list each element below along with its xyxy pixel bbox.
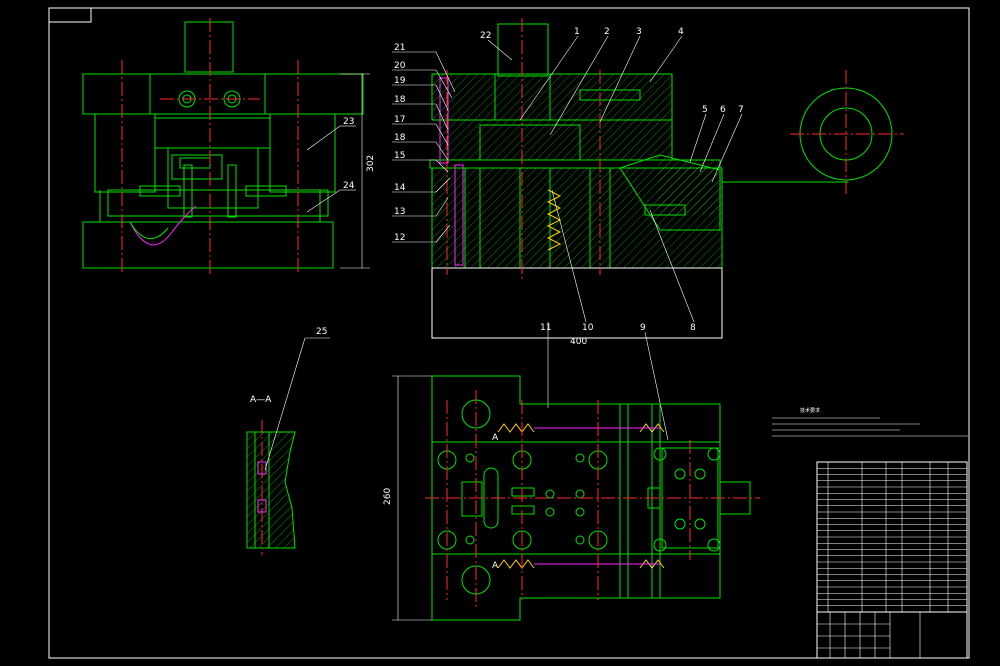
- dim-width: 400: [570, 337, 587, 347]
- callout-5: 5: [702, 105, 708, 115]
- callout-2: 2: [604, 27, 610, 37]
- callout-24: 24: [343, 181, 355, 191]
- callout-12: 12: [394, 233, 405, 243]
- callout-22: 22: [480, 31, 491, 41]
- callout-21: 21: [394, 43, 405, 53]
- callout-3: 3: [636, 27, 642, 37]
- callout-4: 4: [678, 27, 684, 37]
- callout-9: 9: [640, 323, 646, 333]
- callout-19: 19: [394, 76, 406, 86]
- side-view: 302 23 24: [82, 18, 376, 275]
- callout-25: 25: [316, 327, 327, 337]
- notes-title: 技术要求: [800, 407, 820, 414]
- callout-18b: 18: [394, 133, 406, 143]
- callout-8: 8: [690, 323, 696, 333]
- front-section: 400: [429, 18, 904, 347]
- callout-11: 11: [540, 323, 551, 333]
- dim-plan-height: 260: [383, 488, 393, 505]
- dim-height: 302: [366, 155, 376, 172]
- callout-7: 7: [738, 105, 744, 115]
- front-callouts: 21 20 19 18 17 18 15 14 13 12 22 1 2 3 4…: [392, 27, 744, 441]
- callout-13: 13: [394, 207, 405, 217]
- title-block: [816, 461, 968, 659]
- plan-view: A A 260: [383, 375, 760, 621]
- callout-6: 6: [720, 105, 726, 115]
- callout-20: 20: [394, 61, 406, 71]
- callout-18a: 18: [394, 95, 406, 105]
- callout-10: 10: [582, 323, 594, 333]
- callout-14: 14: [394, 183, 406, 193]
- section-mark-a-top: A: [492, 433, 499, 443]
- technical-notes: 技术要求: [772, 407, 968, 437]
- section-aa: A—A 25: [246, 327, 330, 555]
- callout-1: 1: [574, 27, 580, 37]
- callout-23: 23: [343, 117, 354, 127]
- section-mark-a-bottom: A: [492, 561, 499, 571]
- drawing-frame: [48, 7, 970, 659]
- callout-15: 15: [394, 151, 405, 161]
- section-label: A—A: [250, 395, 272, 405]
- callout-17: 17: [394, 115, 405, 125]
